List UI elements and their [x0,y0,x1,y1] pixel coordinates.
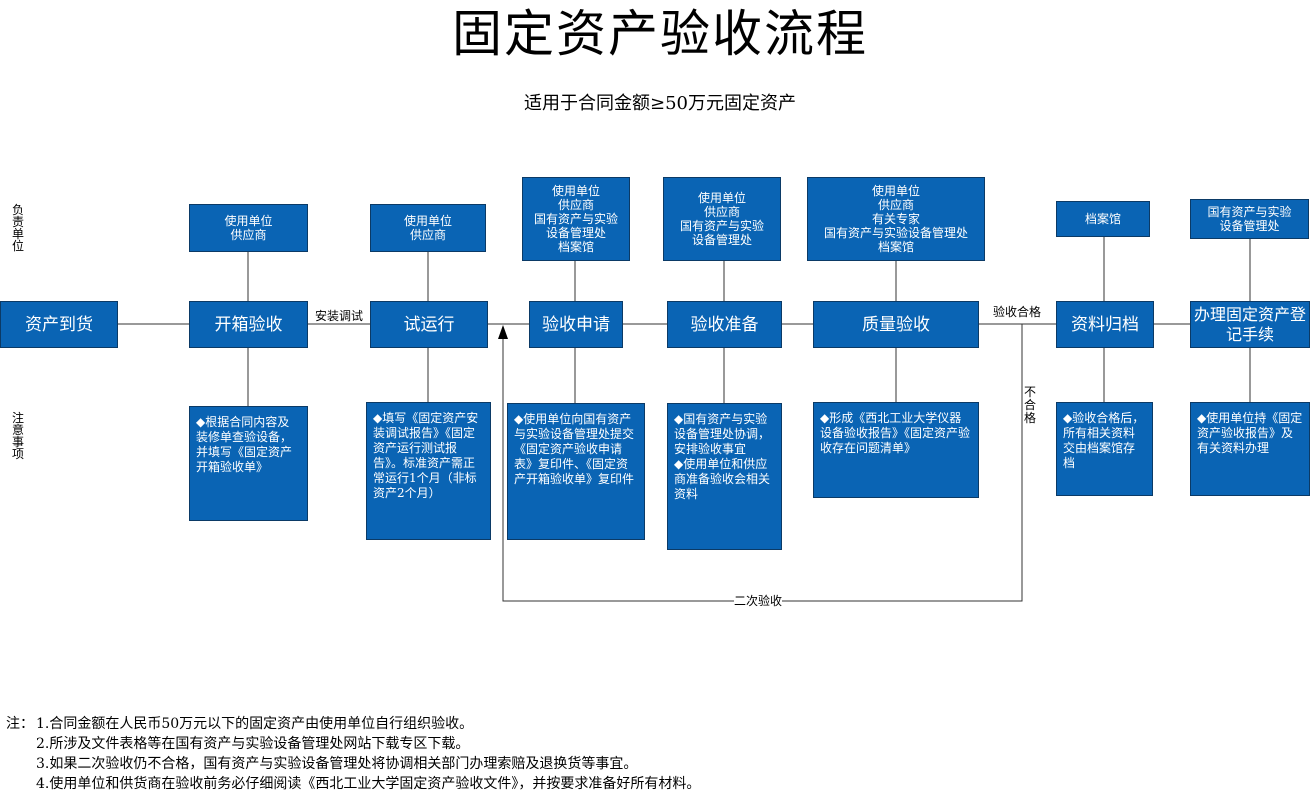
responsible-trial-run: 使用单位 供应商 [370,204,486,252]
step-acceptance-preparation: 验收准备 [667,301,782,348]
footer-note-1: 1.合同金额在人民币50万元以下的固定资产由使用单位自行组织验收。 [36,716,474,732]
responsible-acceptance-application: 使用单位 供应商 国有资产与实验 设备管理处 档案馆 [522,177,630,261]
responsible-acceptance-preparation: 使用单位 供应商 国有资产与实验 设备管理处 [663,177,781,261]
side-label-notes: 注意事项 [11,411,24,461]
edge-label-fail: 不合格 [1023,385,1037,425]
page-subtitle: 适用于合同金额≥50万元固定资产 [524,93,796,114]
footer-note-row: 2.所涉及文件表格等在国有资产与实验设备管理处网站下载专区下载。 [6,734,700,754]
side-label-responsible: 负责单位 [11,203,24,253]
edge-label-second-acceptance: 二次验收 [734,594,783,608]
step-asset-arrival: 资产到货 [0,301,118,348]
step-trial-run: 试运行 [370,301,488,348]
notes-archive-documents: ◆验收合格后，所有相关资料交由档案馆存档 [1056,402,1153,496]
loop-arrowhead [498,325,508,339]
footer-note-row: 注：1.合同金额在人民币50万元以下的固定资产由使用单位自行组织验收。 [6,714,700,734]
footer-notes: 注：1.合同金额在人民币50万元以下的固定资产由使用单位自行组织验收。 2.所涉… [6,714,700,794]
footer-note-3: 3.如果二次验收仍不合格，国有资产与实验设备管理处将协调相关部门办理索赔及退换货… [36,756,638,772]
footer-prefix: 注： [6,716,34,732]
notes-quality-acceptance: ◆形成《西北工业大学仪器设备验收报告》《固定资产验收存在问题清单》 [813,402,979,498]
footer-note-row: 4.使用单位和供货商在验收前务必仔细阅读《西北工业大学固定资产验收文件》，并按要… [6,774,700,794]
responsible-quality-acceptance: 使用单位 供应商 有关专家 国有资产与实验设备管理处 档案馆 [807,177,985,261]
notes-unpack-inspection: ◆根据合同内容及装修单查验设备，并填写《固定资产开箱验收单》 [189,406,308,521]
notes-acceptance-application: ◆使用单位向国有资产与实验设备管理处提交《固定资产验收申请表》复印件、《固定资产… [507,403,645,540]
notes-acceptance-preparation: ◆国有资产与实验设备管理处协调，安排验收事宜 ◆使用单位和供应商准备验收会相关资… [667,403,782,550]
step-fixed-asset-registration: 办理固定资产登记手续 [1190,301,1310,348]
footer-note-2: 2.所涉及文件表格等在国有资产与实验设备管理处网站下载专区下载。 [36,736,470,752]
edge-label-pass: 验收合格 [993,305,1042,319]
responsible-archive-documents: 档案馆 [1056,201,1150,237]
edge-label-install-debug: 安装调试 [315,309,364,323]
footer-note-row: 3.如果二次验收仍不合格，国有资产与实验设备管理处将协调相关部门办理索赔及退换货… [6,754,700,774]
step-archive-documents: 资料归档 [1056,301,1154,348]
footer-note-4: 4.使用单位和供货商在验收前务必仔细阅读《西北工业大学固定资产验收文件》，并按要… [36,776,701,792]
notes-trial-run: ◆填写《固定资产安装调试报告》《固定资产运行测试报告》。标准资产需正常运行1个月… [366,402,491,540]
responsible-unpack-inspection: 使用单位 供应商 [189,204,308,252]
notes-fixed-asset-registration: ◆使用单位持《固定资产验收报告》及有关资料办理 [1190,402,1310,496]
step-acceptance-application: 验收申请 [529,301,623,348]
step-quality-acceptance: 质量验收 [813,301,979,348]
step-unpack-inspection: 开箱验收 [189,301,308,348]
responsible-fixed-asset-registration: 国有资产与实验 设备管理处 [1190,199,1309,239]
page-title: 固定资产验收流程 [452,5,868,63]
